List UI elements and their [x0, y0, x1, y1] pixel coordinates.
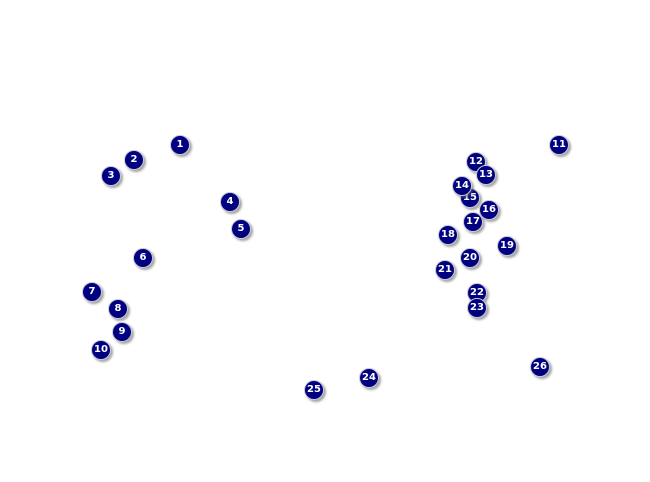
- marker-24[interactable]: 24: [359, 368, 379, 388]
- marker-2[interactable]: 2: [124, 150, 144, 170]
- marker-14[interactable]: 14: [452, 176, 472, 196]
- marker-20[interactable]: 20: [460, 248, 480, 268]
- marker-13[interactable]: 13: [476, 165, 496, 185]
- marker-17[interactable]: 17: [463, 212, 483, 232]
- marker-1[interactable]: 1: [170, 135, 190, 155]
- marker-21[interactable]: 21: [435, 260, 455, 280]
- marker-25[interactable]: 25: [304, 380, 324, 400]
- marker-6[interactable]: 6: [133, 248, 153, 268]
- marker-4[interactable]: 4: [220, 192, 240, 212]
- marker-8[interactable]: 8: [108, 299, 128, 319]
- marker-16[interactable]: 16: [479, 200, 499, 220]
- marker-7[interactable]: 7: [82, 282, 102, 302]
- marker-9[interactable]: 9: [112, 322, 132, 342]
- marker-5[interactable]: 5: [231, 219, 251, 239]
- marker-26[interactable]: 26: [530, 357, 550, 377]
- marker-23[interactable]: 23: [467, 298, 487, 318]
- marker-3[interactable]: 3: [101, 166, 121, 186]
- marker-11[interactable]: 11: [549, 135, 569, 155]
- marker-10[interactable]: 10: [91, 340, 111, 360]
- marker-19[interactable]: 19: [497, 236, 517, 256]
- marker-18[interactable]: 18: [438, 225, 458, 245]
